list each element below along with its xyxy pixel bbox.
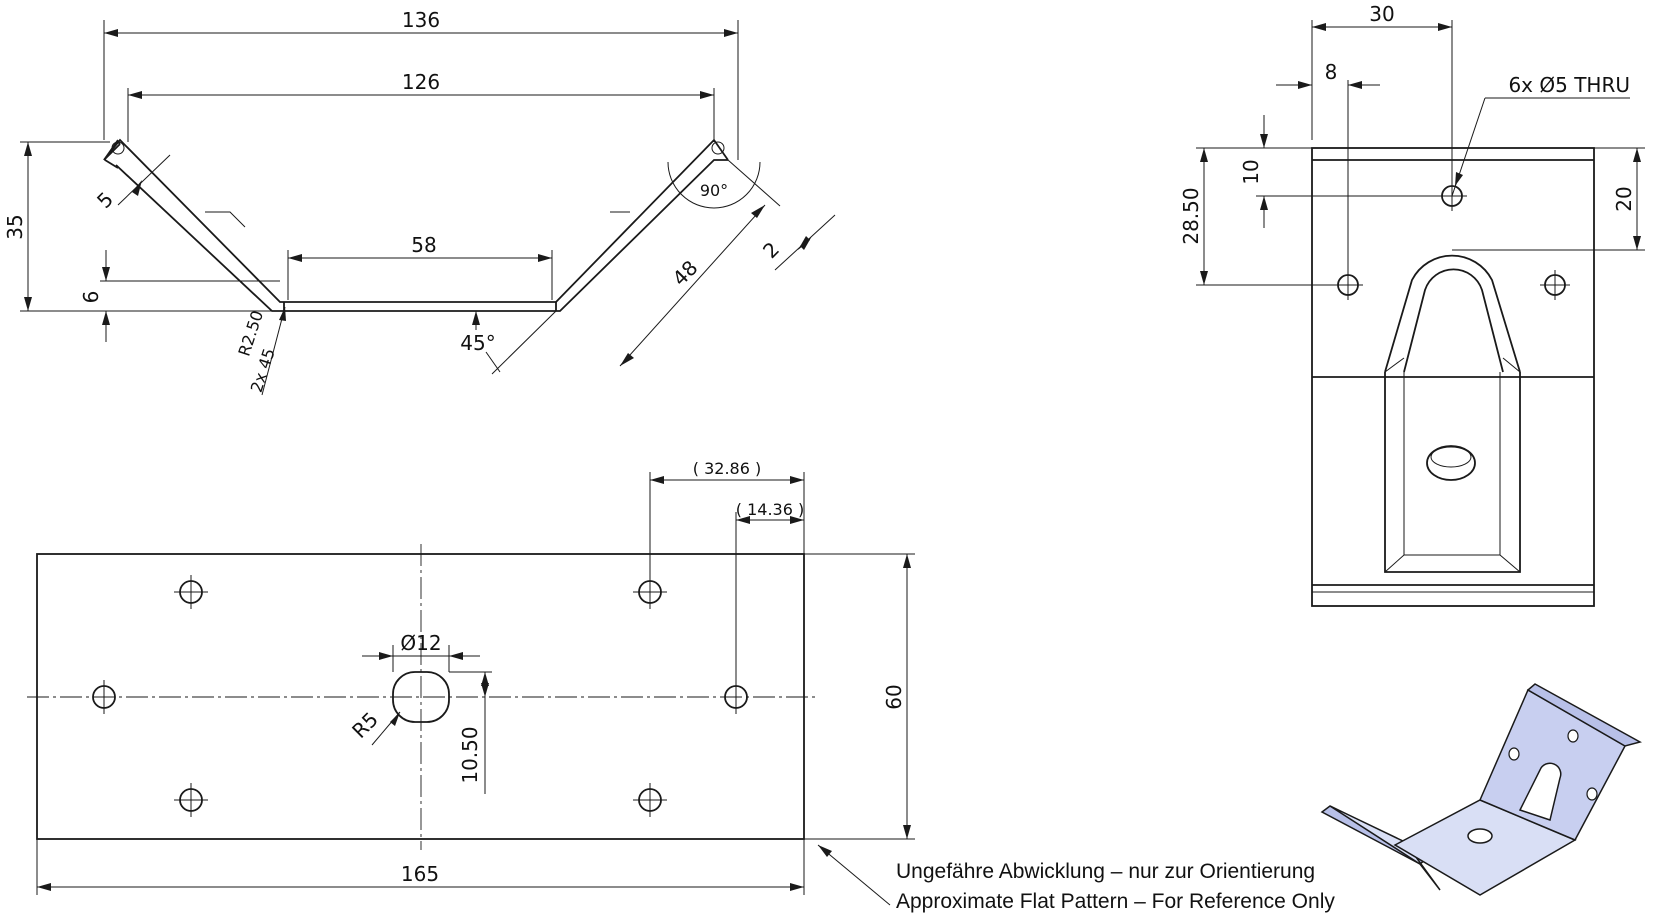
flat-pattern: Ø12 R5 10.50 ( 32.86 ) ( 14.36 ) 60 [27, 459, 915, 906]
slot-lug-outer [1384, 254, 1521, 373]
dim-center-hole-dia: Ø12 [400, 631, 441, 655]
flat-hole-1 [174, 575, 208, 609]
dim-center-hole-offset: 10.50 [458, 726, 482, 783]
tab-left [205, 211, 246, 228]
hole-callout: 6x Ø5 THRU [1508, 73, 1630, 97]
note-english: Approximate Flat Pattern – For Reference… [896, 890, 1335, 913]
dim-inner-width: 126 [402, 70, 440, 94]
iso-hole-2 [1508, 747, 1520, 761]
dim-base-height: 6 [79, 291, 103, 304]
iso-base-hole [1467, 828, 1493, 844]
iso-right-lip [1526, 683, 1642, 747]
top-hole-3 [1540, 270, 1570, 300]
note-german: Ungefähre Abwicklung – nur zur Orientier… [896, 860, 1315, 883]
dim-slot-y: 20 [1612, 186, 1636, 211]
dim-hole-offset-y: 10 [1239, 159, 1263, 184]
side-profile-outer [103, 138, 729, 303]
flat-hole-3 [92, 680, 116, 714]
flat-hole-2 [633, 575, 667, 609]
dim-lip-length: 5 [92, 187, 118, 213]
side-profile-inner [103, 141, 728, 312]
iso-view [1320, 683, 1642, 896]
iso-slot [1518, 762, 1562, 821]
dim-hole-row-y: 28.50 [1179, 187, 1203, 244]
bend-circle-right [711, 141, 725, 155]
lug-inner [1403, 372, 1501, 556]
flat-outline [36, 553, 805, 840]
top-view: 30 8 6x Ø5 THRU 10 28.50 20 [1179, 2, 1645, 607]
flat-hole-5 [174, 783, 208, 817]
dim-ref-1: ( 32.86 ) [693, 459, 761, 478]
dim-center-hole-radius: R5 [347, 707, 383, 743]
side-profile-edge [103, 139, 557, 311]
dim-ref-2: ( 14.36 ) [736, 500, 804, 519]
dim-overall-width: 136 [402, 8, 440, 32]
dim-wall-length: 48 [668, 256, 703, 291]
dim-width: 60 [882, 684, 906, 709]
dim-height: 35 [3, 214, 27, 239]
dim-hole-spacing: 30 [1369, 2, 1394, 26]
center-hole [392, 671, 450, 723]
dim-hole-offset-x: 8 [1325, 60, 1338, 84]
dim-wall-angle: 45° [460, 331, 495, 355]
dim-length: 165 [401, 862, 439, 886]
side-view: 136 126 58 35 6 5 [3, 8, 836, 396]
dim-thickness: 2 [758, 237, 784, 263]
lug-hole [1426, 445, 1476, 481]
slot-lug-inner [1403, 268, 1504, 373]
lug-body [1384, 372, 1521, 573]
dim-base-width: 58 [411, 233, 436, 257]
iso-hole-3 [1586, 787, 1598, 801]
angle-arc-90 [667, 161, 761, 209]
dim-bend-angle: 90° [700, 181, 728, 200]
iso-left-wall [1329, 805, 1441, 891]
flat-hole-6 [633, 783, 667, 817]
bend-circle-left [111, 141, 125, 155]
iso-hole-1 [1567, 729, 1579, 743]
